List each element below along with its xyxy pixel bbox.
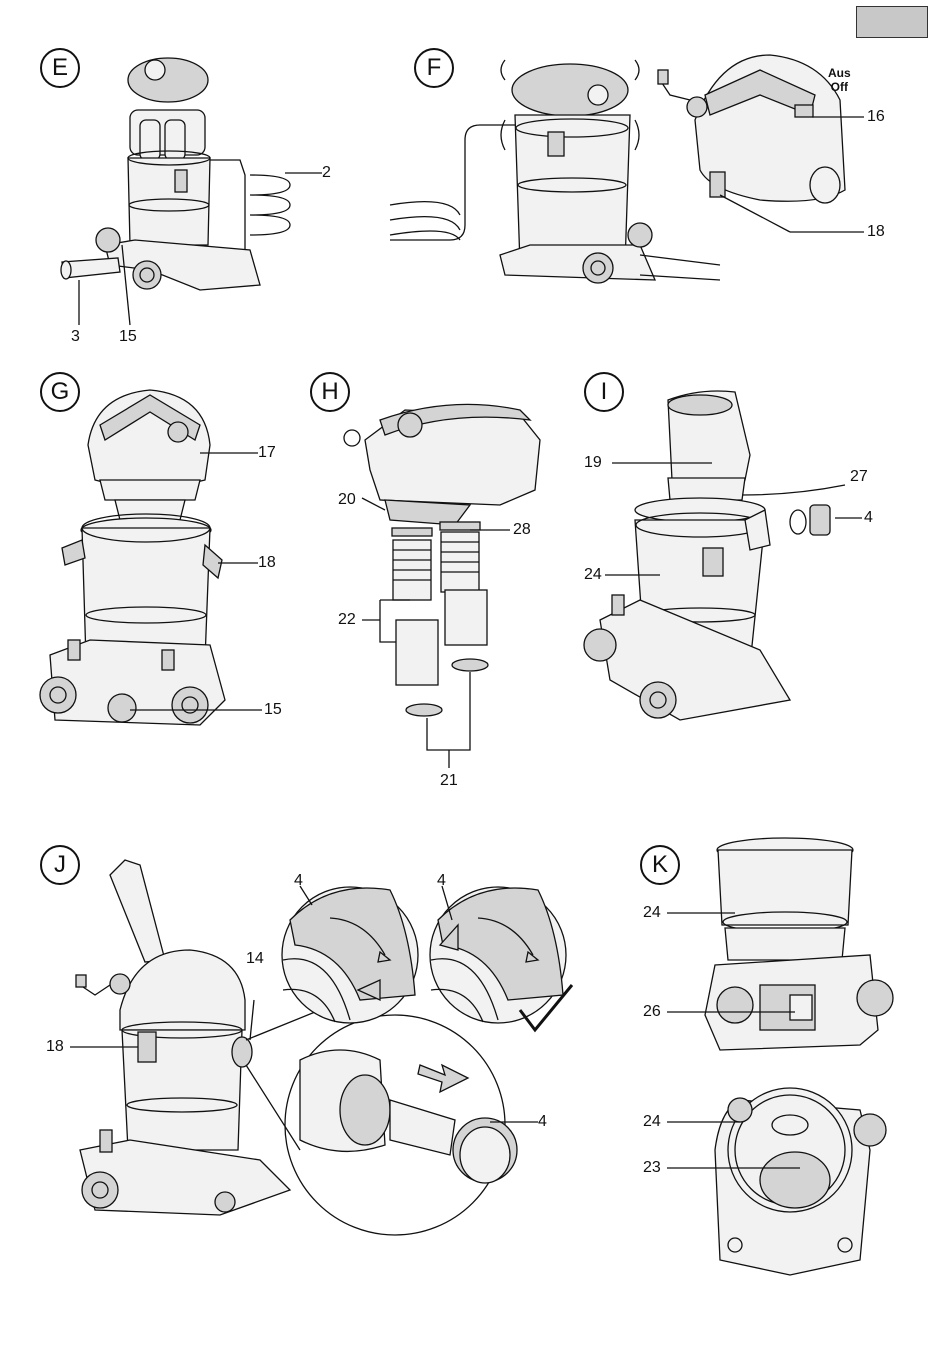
callout-label: 24 — [643, 1113, 661, 1131]
callout-label: 18 — [867, 223, 885, 241]
callout-label: 18 — [46, 1038, 64, 1056]
callout-label: 2 — [322, 164, 331, 182]
callout-label: 4 — [437, 872, 446, 890]
panel-j-label: J — [40, 845, 80, 885]
callout-label: 26 — [643, 1003, 661, 1021]
switch-label-de: Aus — [828, 66, 851, 80]
panel-k-drawing — [667, 838, 893, 1275]
callout-label: 15 — [264, 701, 282, 719]
panel-h-label: H — [310, 372, 350, 412]
panel-g-label: G — [40, 372, 80, 412]
panel-f-label: F — [414, 48, 454, 88]
panel-e-label: E — [40, 48, 80, 88]
callout-label: 4 — [294, 872, 303, 890]
panel-f-drawing — [390, 55, 864, 283]
switch-label: Aus Off — [828, 66, 851, 94]
direction-arrow-icon — [418, 1065, 468, 1092]
switch-label-en: Off — [828, 80, 851, 94]
callout-label: 22 — [338, 611, 356, 629]
callout-label: 16 — [867, 108, 885, 126]
callout-label: 18 — [258, 554, 276, 572]
callout-label: 3 — [71, 328, 80, 346]
callout-label: 24 — [643, 904, 661, 922]
callout-label: 4 — [538, 1113, 547, 1131]
callout-label: 24 — [584, 566, 602, 584]
callout-label: 15 — [119, 328, 137, 346]
panel-h-drawing — [344, 404, 540, 768]
callout-label: 21 — [440, 772, 458, 790]
panel-j-drawing — [70, 860, 572, 1235]
callout-label: 17 — [258, 444, 276, 462]
panel-e-drawing — [61, 58, 322, 325]
callout-label: 19 — [584, 454, 602, 472]
callout-label: 27 — [850, 468, 868, 486]
callout-label: 20 — [338, 491, 356, 509]
panel-i-drawing — [584, 391, 862, 720]
panel-g-drawing — [40, 390, 262, 725]
callout-label: 28 — [513, 521, 531, 539]
panel-k-label: K — [640, 845, 680, 885]
callout-label: 14 — [246, 950, 264, 968]
callout-label: 4 — [864, 509, 873, 527]
panel-i-label: I — [584, 372, 624, 412]
callout-label: 23 — [643, 1159, 661, 1177]
